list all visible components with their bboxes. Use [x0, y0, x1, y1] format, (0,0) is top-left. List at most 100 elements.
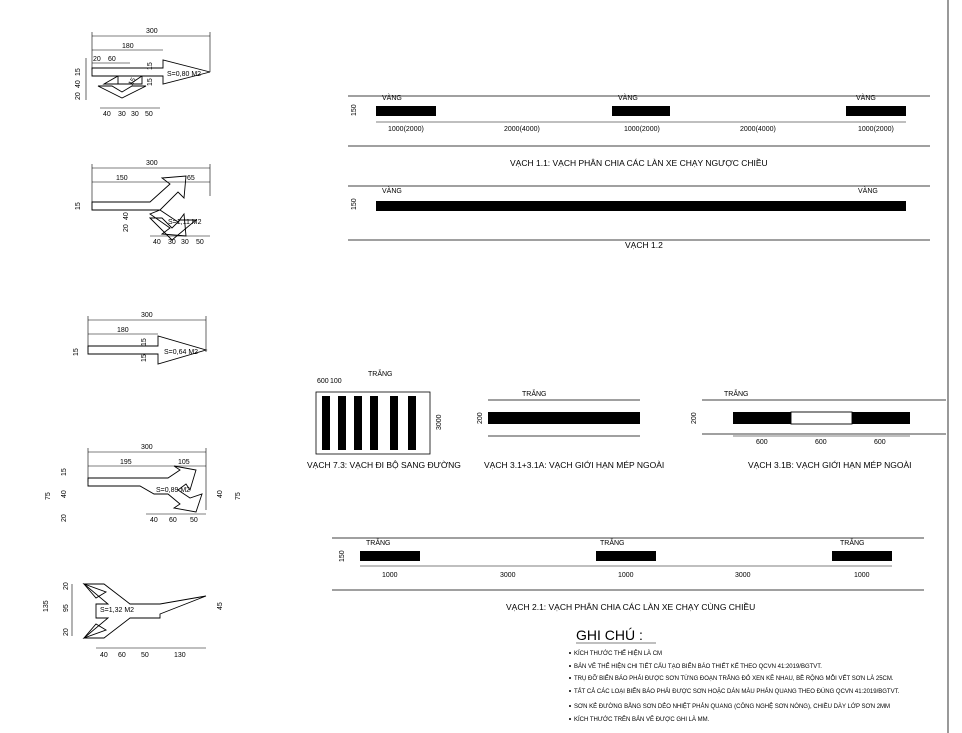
note-item: KÍCH THƯỚC THỂ HIỆN LÀ CM — [574, 649, 662, 657]
svg-text:VÀNG: VÀNG — [382, 93, 402, 102]
note-item: SƠN KẺ ĐƯỜNG BẰNG SƠN DẺO NHIỆT PHẢN QUA… — [574, 702, 890, 710]
svg-text:15: 15 — [75, 202, 82, 210]
arrow-straight: 300 180 S=0,64 M2 15 15 15 — [73, 312, 208, 365]
marking-7-3: 600 100 TRẮNG 3000 VẠCH 7.3: VẠCH ĐI BỘ … — [307, 369, 461, 470]
svg-text:TRẮNG: TRẮNG — [600, 538, 625, 547]
svg-text:600: 600 — [756, 439, 768, 446]
svg-text:150: 150 — [351, 104, 358, 116]
marking-1-2: VÀNG VÀNG 150 VẠCH 1.2 — [348, 185, 930, 250]
svg-text:195: 195 — [120, 459, 132, 466]
svg-text:20: 20 — [75, 92, 82, 100]
svg-text:15: 15 — [141, 338, 148, 346]
marking-3-1: TRẮNG 200 VẠCH 3.1+3.1A: VẠCH GIỚI HẠN M… — [477, 389, 664, 470]
white-dash — [852, 412, 910, 424]
svg-text:40: 40 — [75, 80, 82, 88]
white-stripe — [390, 396, 398, 450]
arrow-double-turn: 135 20 95 20 S=1,32 M2 45 40 60 50 130 — [43, 582, 224, 659]
svg-text:300: 300 — [141, 444, 153, 451]
svg-text:200: 200 — [477, 412, 484, 424]
note-item: BẢN VẼ THỂ HIỆN CHI TIẾT CẤU TẠO BIỂN BÁ… — [574, 662, 822, 670]
svg-text:TRẮNG: TRẮNG — [522, 389, 547, 398]
caption: VẠCH 1.2 — [625, 240, 663, 250]
svg-text:30: 30 — [118, 111, 126, 118]
svg-text:150: 150 — [116, 175, 128, 182]
svg-text:15: 15 — [75, 68, 82, 76]
svg-text:130: 130 — [174, 652, 186, 659]
svg-text:30: 30 — [168, 239, 176, 246]
svg-text:TRẮNG: TRẮNG — [368, 369, 393, 378]
svg-text:TRẮNG: TRẮNG — [840, 538, 865, 547]
svg-text:60: 60 — [118, 652, 126, 659]
svg-text:600: 600 — [317, 378, 329, 385]
svg-text:150: 150 — [351, 198, 358, 210]
svg-text:3000: 3000 — [735, 572, 751, 579]
svg-text:20: 20 — [123, 224, 130, 232]
white-dash — [733, 412, 791, 424]
white-edge-line — [488, 412, 640, 424]
dim-300: 300 — [146, 28, 158, 35]
svg-text:VÀNG: VÀNG — [618, 93, 638, 102]
svg-text:TRẮNG: TRẮNG — [724, 389, 749, 398]
dim-60: 60 — [108, 56, 116, 63]
svg-text:S=1,11 M2: S=1,11 M2 — [168, 219, 202, 226]
svg-text:40: 40 — [150, 517, 158, 524]
svg-text:40: 40 — [153, 239, 161, 246]
svg-text:30: 30 — [131, 111, 139, 118]
svg-text:3000: 3000 — [500, 572, 516, 579]
white-stripe — [338, 396, 346, 450]
svg-text:1000(2000): 1000(2000) — [388, 126, 424, 133]
svg-text:VÀNG: VÀNG — [858, 186, 878, 195]
svg-text:3000: 3000 — [436, 414, 443, 430]
svg-text:1000: 1000 — [382, 572, 398, 579]
caption: VẠCH 1.1: VẠCH PHÂN CHIA CÁC LÀN XE CHẠY… — [510, 158, 768, 168]
svg-text:50: 50 — [141, 652, 149, 659]
svg-text:600: 600 — [815, 439, 827, 446]
arrow-left-right-turn: 300 150 65 S=1,11 M2 15 20 40 40 30 30 5… — [75, 160, 211, 246]
svg-text:15: 15 — [147, 62, 154, 70]
white-stripe — [354, 396, 362, 450]
svg-text:75: 75 — [45, 492, 52, 500]
white-stripe — [370, 396, 378, 450]
svg-text:50: 50 — [145, 111, 153, 118]
svg-text:200: 200 — [691, 412, 698, 424]
svg-text:15: 15 — [141, 354, 148, 362]
arrow-straight-left-turn: 300 195 105 S=0,89 M2 15 75 40 20 40 75 … — [45, 444, 242, 524]
caption: VẠCH 3.1+3.1A: VẠCH GIỚI HẠN MÉP NGOÀI — [484, 460, 664, 470]
svg-text:40: 40 — [123, 212, 130, 220]
svg-text:45: 45 — [217, 602, 224, 610]
notes-block: GHI CHÚ : KÍCH THƯỚC THỂ HIỆN LÀ CM BẢN … — [569, 627, 900, 723]
svg-text:20: 20 — [61, 514, 68, 522]
svg-text:40: 40 — [103, 111, 111, 118]
svg-text:180: 180 — [117, 327, 129, 334]
yellow-solid-line — [376, 201, 906, 211]
svg-text:S=0,89 M2: S=0,89 M2 — [156, 487, 190, 494]
svg-text:40: 40 — [217, 490, 224, 498]
note-item: TRỤ ĐỠ BIỂN BÁO PHẢI ĐƯỢC SƠN TỪNG ĐOẠN … — [574, 674, 894, 682]
white-stripe — [408, 396, 416, 450]
caption: VẠCH 7.3: VẠCH ĐI BỘ SANG ĐƯỜNG — [307, 460, 461, 470]
svg-text:300: 300 — [146, 160, 158, 167]
white-stripe — [322, 396, 330, 450]
svg-text:600: 600 — [874, 439, 886, 446]
caption: VẠCH 2.1: VẠCH PHÂN CHIA CÁC LÀN XE CHẠY… — [506, 602, 755, 612]
yellow-dash — [846, 106, 906, 116]
svg-text:15: 15 — [147, 78, 154, 86]
svg-text:VÀNG: VÀNG — [856, 93, 876, 102]
svg-text:75: 75 — [235, 492, 242, 500]
white-dash — [360, 551, 420, 561]
dim-180: 180 — [122, 43, 134, 50]
dim-20: 20 — [93, 56, 101, 63]
svg-text:95: 95 — [63, 604, 70, 612]
svg-text:135: 135 — [43, 600, 50, 612]
note-item: TẤT CẢ CÁC LOẠI BIỂN BÁO PHẢI ĐƯỢC SƠN H… — [574, 688, 900, 695]
svg-text:50: 50 — [190, 517, 198, 524]
white-dash — [832, 551, 892, 561]
svg-text:VÀNG: VÀNG — [382, 186, 402, 195]
marking-2-1: TRẮNG TRẮNG TRẮNG 150 1000 3000 1000 300… — [332, 537, 924, 612]
note-item: KÍCH THƯỚC TRÊN BẢN VẼ ĐƯỢC GHI LÀ MM. — [574, 715, 710, 723]
svg-text:30: 30 — [181, 239, 189, 246]
svg-text:105: 105 — [178, 459, 190, 466]
svg-text:50: 50 — [196, 239, 204, 246]
svg-text:60: 60 — [169, 517, 177, 524]
svg-text:1000(2000): 1000(2000) — [624, 126, 660, 133]
